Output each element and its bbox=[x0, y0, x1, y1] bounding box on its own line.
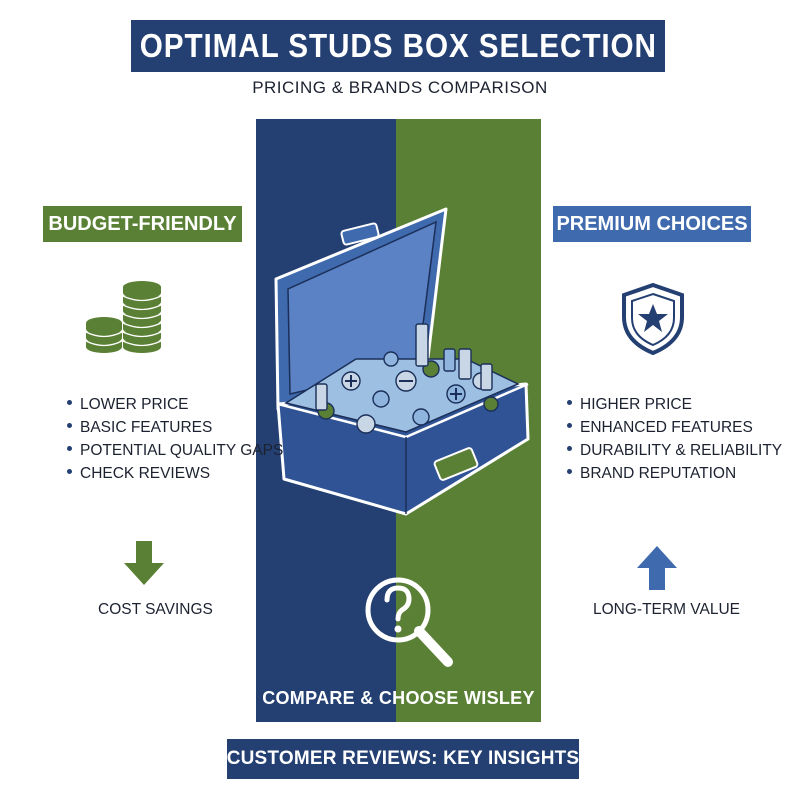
list-item: DURABILITY & RELIABILITY bbox=[567, 439, 782, 462]
list-item: CHECK REVIEWS bbox=[67, 462, 283, 485]
bullet-icon bbox=[67, 469, 72, 475]
arrow-down-icon bbox=[124, 541, 164, 585]
footer-banner: CUSTOMER REVIEWS: KEY INSIGHTS bbox=[227, 739, 579, 779]
page-subtitle: PRICING & BRANDS COMPARISON bbox=[252, 78, 548, 97]
list-item: POTENTIAL QUALITY GAPS bbox=[67, 439, 283, 462]
bullet-icon bbox=[567, 423, 572, 429]
budget-feature-list: LOWER PRICE BASIC FEATURES POTENTIAL QUA… bbox=[67, 393, 283, 485]
list-item: HIGHER PRICE bbox=[567, 393, 782, 416]
arrow-up-icon bbox=[637, 546, 677, 590]
premium-choices-badge: PREMIUM CHOICES bbox=[553, 206, 751, 242]
star-shield-icon bbox=[622, 283, 684, 355]
long-term-value-label: LONG-TERM VALUE bbox=[593, 601, 740, 618]
bullet-icon bbox=[67, 446, 72, 452]
list-item: BRAND REPUTATION bbox=[567, 462, 782, 485]
title-banner: OPTIMAL STUDS BOX SELECTION bbox=[131, 20, 665, 72]
budget-friendly-badge: BUDGET-FRIENDLY bbox=[43, 206, 242, 242]
bullet-icon bbox=[567, 446, 572, 452]
list-item: BASIC FEATURES bbox=[67, 416, 283, 439]
magnifier-question-icon bbox=[365, 577, 453, 667]
cost-savings-label: COST SAVINGS bbox=[98, 601, 213, 618]
compare-caption: COMPARE & CHOOSE WISLEY bbox=[262, 688, 535, 708]
bullet-icon bbox=[567, 469, 572, 475]
parts-box-icon bbox=[274, 207, 530, 516]
coin-stacks-icon bbox=[85, 281, 162, 353]
premium-feature-list: HIGHER PRICE ENHANCED FEATURES DURABILIT… bbox=[567, 393, 782, 485]
page-title: OPTIMAL STUDS BOX SELECTION bbox=[139, 27, 657, 64]
list-item: ENHANCED FEATURES bbox=[567, 416, 782, 439]
center-illustration bbox=[274, 207, 530, 667]
bullet-icon bbox=[67, 400, 72, 406]
bullet-icon bbox=[567, 400, 572, 406]
footer-title: CUSTOMER REVIEWS: KEY INSIGHTS bbox=[226, 748, 580, 769]
bullet-icon bbox=[67, 423, 72, 429]
list-item: LOWER PRICE bbox=[67, 393, 283, 416]
